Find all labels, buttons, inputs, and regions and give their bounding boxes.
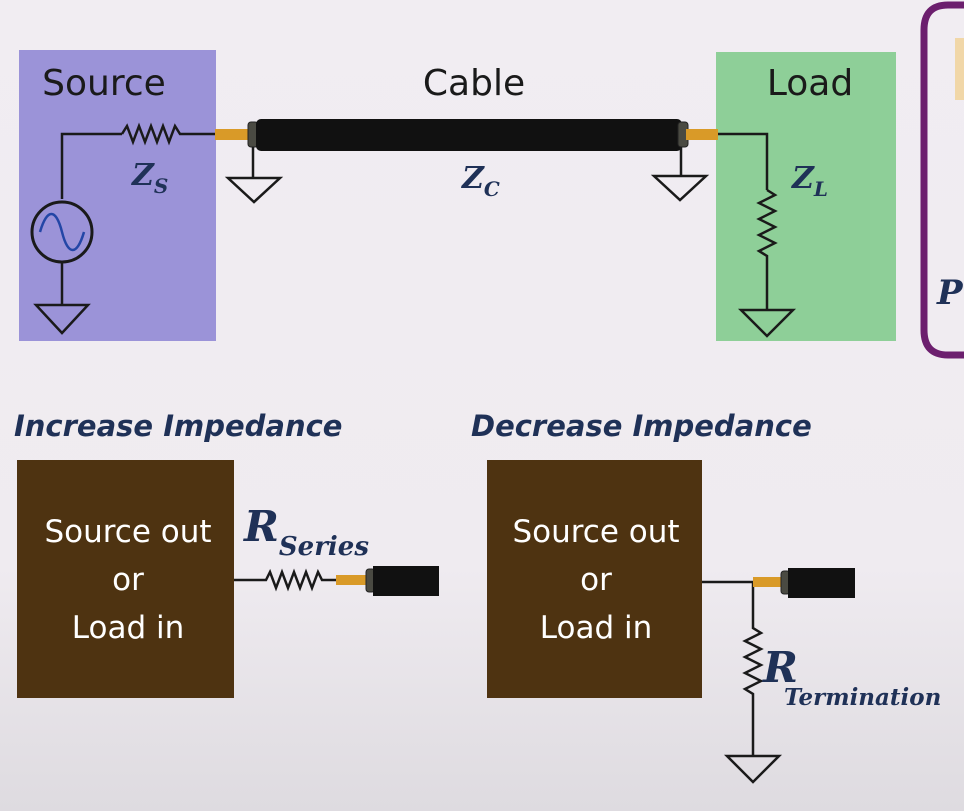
series-resistor-label: RSeries xyxy=(243,502,369,562)
zl-resistor-icon xyxy=(756,188,778,310)
cable-body xyxy=(256,119,682,151)
increase-box-line-1: Source out xyxy=(44,514,211,550)
load-wiring xyxy=(718,132,797,338)
increase-heading: Increase Impedance xyxy=(14,409,342,443)
termination-resistor-label-base: R xyxy=(762,643,798,692)
cable-shield-grounds xyxy=(224,147,710,204)
series-resistor-icon xyxy=(234,568,336,592)
termination-connector xyxy=(753,577,783,587)
load-ground-icon xyxy=(737,308,797,338)
side-panel-border xyxy=(920,1,964,359)
decrease-box-line-2: or xyxy=(580,562,612,598)
cable-right-ground-icon xyxy=(650,174,710,202)
cable-label: Cable xyxy=(423,63,525,104)
side-panel-letter: P xyxy=(936,273,964,313)
cable-left-connector xyxy=(215,129,250,140)
ac-source-icon xyxy=(30,200,94,264)
decrease-box-line-3: Load in xyxy=(540,610,652,646)
source-ground-icon xyxy=(33,303,91,335)
zl-label: ZL xyxy=(791,161,828,201)
decrease-heading: Decrease Impedance xyxy=(471,409,812,443)
series-connector xyxy=(336,575,368,585)
termination-resistor-label-sub: Termination xyxy=(784,684,941,711)
termination-cable-stub xyxy=(788,568,855,598)
side-panel-accent xyxy=(955,38,964,100)
increase-box-line-3: Load in xyxy=(72,610,184,646)
load-box xyxy=(716,52,896,341)
cable-left-ground-icon xyxy=(224,176,284,204)
source-wiring xyxy=(60,122,215,305)
zs-label: ZS xyxy=(131,158,168,198)
source-box xyxy=(19,50,216,341)
series-resistor-wiring xyxy=(234,568,336,592)
termination-ground-icon xyxy=(723,754,783,784)
zc-label: ZC xyxy=(461,161,500,201)
cable-right-connector xyxy=(686,129,718,140)
increase-box xyxy=(17,460,234,698)
series-cable-stub xyxy=(373,566,439,596)
decrease-box-line-1: Source out xyxy=(512,514,679,550)
zs-resistor-icon xyxy=(120,122,215,146)
load-label: Load xyxy=(767,63,853,104)
decrease-box xyxy=(487,460,702,698)
termination-wiring xyxy=(702,580,783,784)
termination-resistor-icon xyxy=(742,582,764,756)
source-label: Source xyxy=(42,63,166,104)
increase-box-line-2: or xyxy=(112,562,144,598)
